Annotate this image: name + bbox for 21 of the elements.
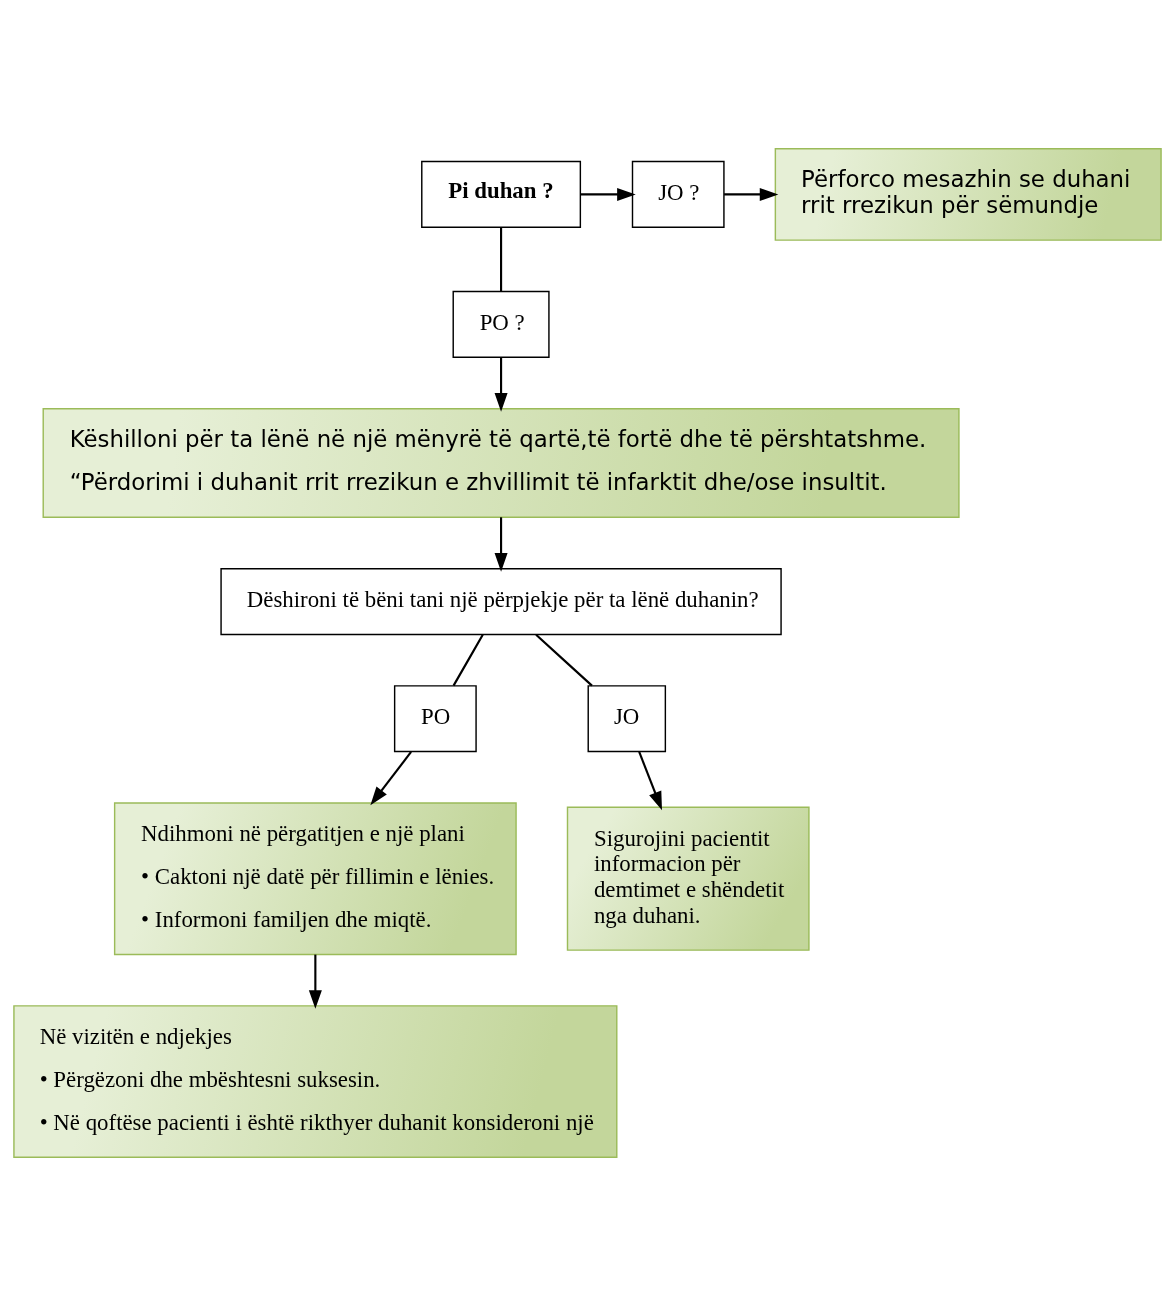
- arrow: [494, 516, 508, 572]
- node-box: Sigurojini pacientit informacion për demtimet e shëndetit nga duhani.: [566, 806, 810, 951]
- arrow: [580, 187, 636, 201]
- node-box: Dëshironi të bëni tani një përpjekje për ta lënë duhanin?: [220, 567, 782, 635]
- arrow: [724, 187, 779, 201]
- node-box: PO ?: [452, 290, 550, 358]
- arrow: [638, 751, 662, 810]
- node-box: PO: [393, 684, 477, 752]
- arrow: [308, 954, 322, 1009]
- connector: [535, 633, 593, 686]
- arrow: [494, 356, 508, 412]
- connector: [500, 226, 503, 291]
- node-box: Në vizitën e ndjekjes • Përgëzoni dhe mbështesni suksesin. • Në qoftëse pacienti i është rikthyer duhanit konsideroni një: [13, 1004, 618, 1158]
- node-box: Pi duhan ?: [421, 160, 582, 228]
- node-box: JO ?: [631, 160, 725, 228]
- node-box: JO: [587, 684, 667, 752]
- node-box: Këshilloni për ta lënë në një mënyrë të qartë,të fortë dhe të përshtatshme. “Përdorimi i duhanit rrit rrezikun e zhvillimit të infarktit dhe/ose insultit.: [42, 407, 960, 518]
- node-box: Ndihmoni në përgatitjen e një plani • Caktoni një datë për fillimin e lënies. • Informoni familjen dhe miqtë.: [113, 801, 517, 955]
- arrow: [370, 750, 412, 805]
- node-box: Përforco mesazhin se duhani rrit rrezikun për sëmundje: [774, 147, 1162, 241]
- connector: [452, 633, 484, 686]
